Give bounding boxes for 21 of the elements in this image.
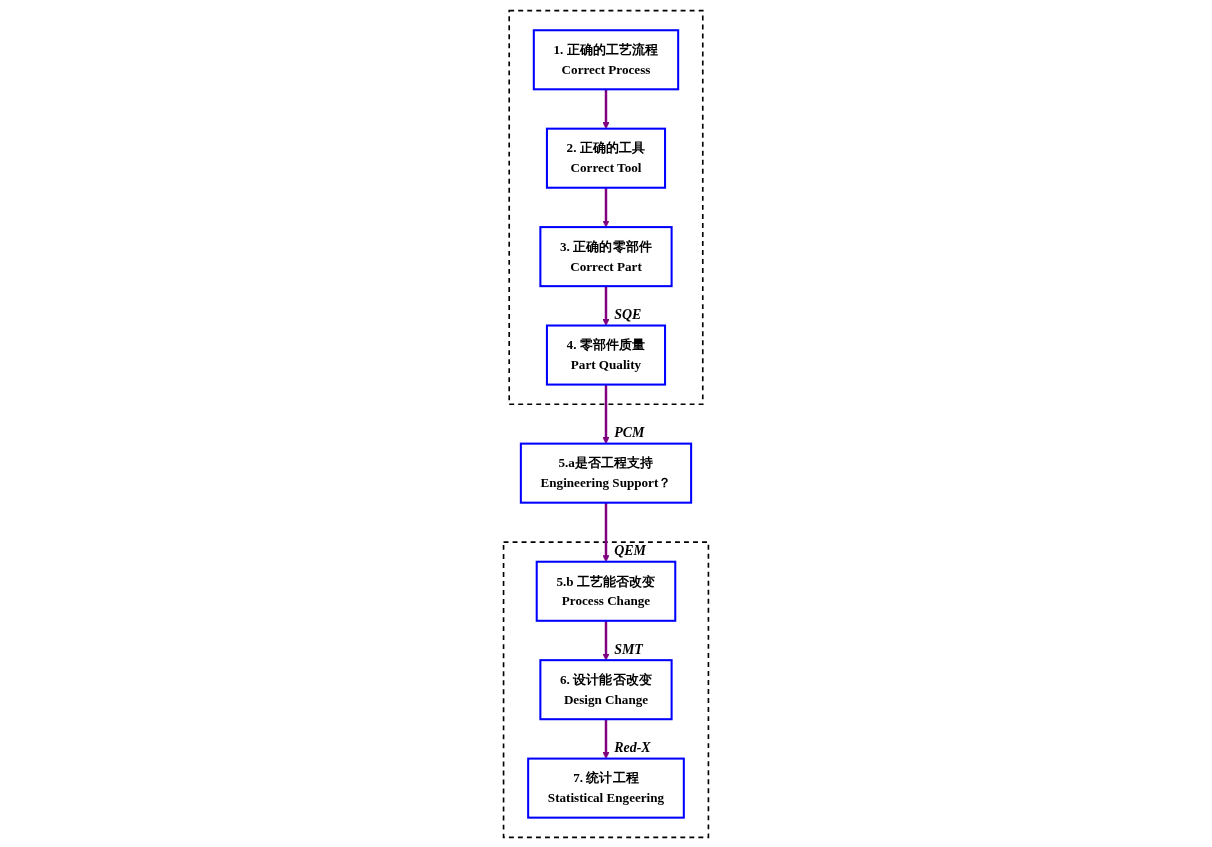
role-label: PCM bbox=[614, 424, 645, 440]
arrow bbox=[602, 187, 610, 227]
node-box: 3. 正确的零部件 Correct Part bbox=[539, 225, 673, 287]
node-box: 5.b 工艺能否改变 Process Change bbox=[535, 560, 677, 622]
arrow bbox=[602, 718, 610, 759]
node-box: 1. 正确的工艺流程 Correct Process bbox=[532, 28, 680, 90]
node-box: 6. 设计能否改变 Design Change bbox=[539, 658, 673, 720]
arrow bbox=[602, 88, 610, 129]
arrow bbox=[602, 384, 610, 444]
role-label: SQE bbox=[614, 306, 642, 322]
cluster bbox=[502, 540, 710, 838]
role-label: QEM bbox=[614, 542, 646, 558]
arrow bbox=[602, 502, 610, 562]
cluster bbox=[508, 9, 704, 405]
node-box: 2. 正确的工具 Correct Tool bbox=[545, 127, 667, 189]
node-box: 7. 统计工程 Statistical Engeering bbox=[527, 757, 685, 819]
arrow bbox=[602, 285, 610, 326]
role-label: Red-X bbox=[614, 739, 651, 755]
role-label: SMT bbox=[614, 641, 643, 657]
node-box: 4. 零部件质量 Part Quality bbox=[545, 324, 667, 386]
node-box: 5.a是否工程支持 Engineering Support？ bbox=[519, 442, 693, 504]
